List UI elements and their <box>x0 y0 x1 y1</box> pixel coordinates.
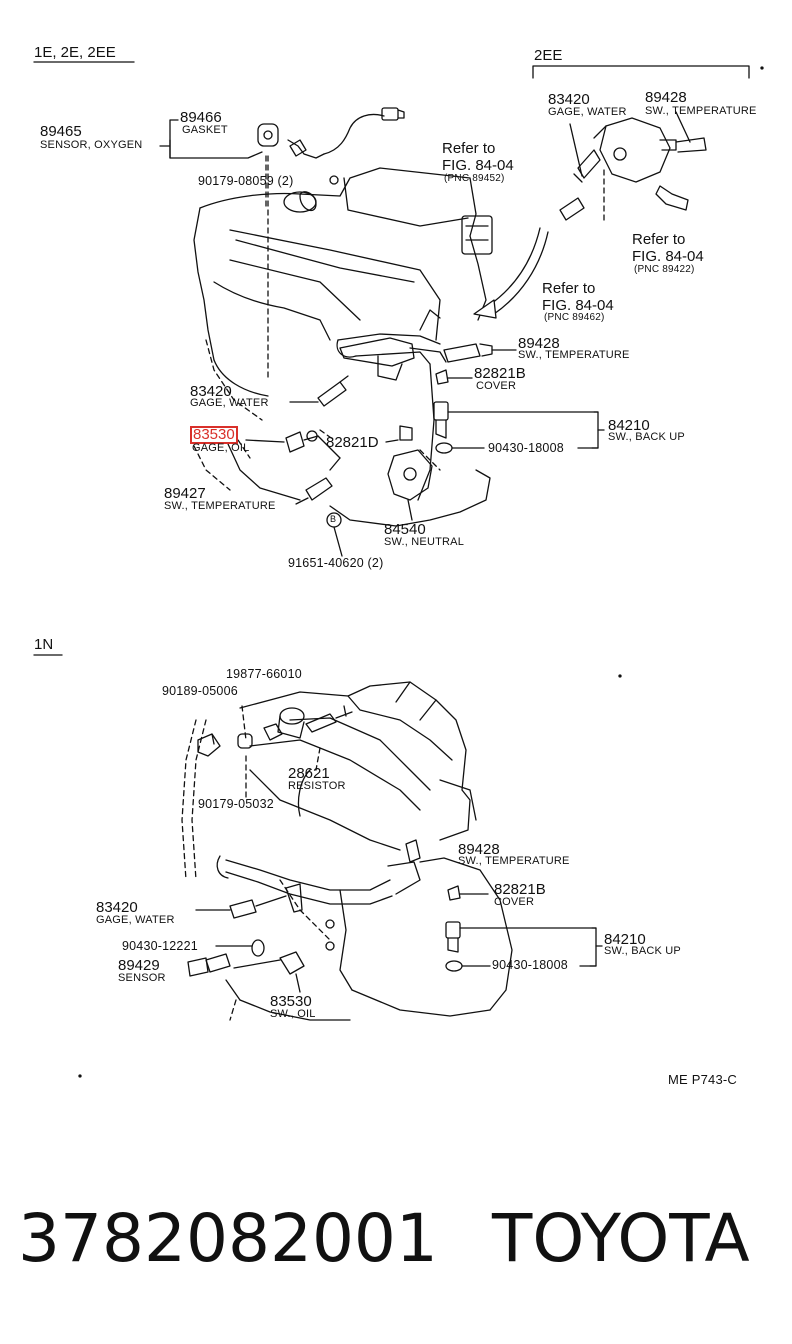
part-num-83530-bottom[interactable]: 83530 <box>270 993 312 1010</box>
section-heading-1n: 1N <box>34 636 54 653</box>
stray-dot-2 <box>79 1075 81 1077</box>
part-num-84210-bottom[interactable]: 84210 <box>604 931 646 948</box>
thermostat-housing-2ee <box>560 112 706 220</box>
part-num-89428-top[interactable]: 89428 <box>518 335 560 352</box>
part-name-83530-top: GAGE, OIL <box>192 442 250 454</box>
part-num-83420-bottom[interactable]: 83420 <box>96 899 138 916</box>
neutral-switch <box>386 426 432 520</box>
stray-dot-1 <box>619 675 621 677</box>
refer-fig-a-line2[interactable]: FIG. 84-04 <box>442 157 514 174</box>
part-num-90430-18008-bottom[interactable]: 90430-18008 <box>492 958 568 972</box>
part-num-89427[interactable]: 89427 <box>164 485 206 502</box>
part-num-90430-12221[interactable]: 90430-12221 <box>122 939 198 953</box>
part-name-82821b-top: COVER <box>476 380 517 392</box>
gages-top <box>246 376 348 556</box>
part-num-90179-08059[interactable]: 90179-08059 (2) <box>198 174 294 188</box>
part-name-84540: SW., NEUTRAL <box>384 536 465 548</box>
flow-arrow <box>474 228 548 318</box>
section-heading-1e-2e-2ee: 1E, 2E, 2EE <box>34 44 116 61</box>
part-num-83420-top[interactable]: 83420 <box>190 383 232 400</box>
part-num-19877-66010[interactable]: 19877-66010 <box>226 667 302 681</box>
part-num-90430-18008-top[interactable]: 90430-18008 <box>488 441 564 455</box>
part-name-83420-2ee: GAGE, WATER <box>548 106 627 118</box>
part-num-90179-05032[interactable]: 90179-05032 <box>198 797 274 811</box>
part-name-28621: RESISTOR <box>288 780 346 792</box>
refer-fig-b-line1: Refer to <box>632 231 686 248</box>
part-name-89428-2ee: SW., TEMPERATURE <box>645 105 757 117</box>
section-heading-2ee: 2EE <box>534 47 563 64</box>
part-num-89466[interactable]: 89466 <box>180 109 222 126</box>
refer-fig-c-line1: Refer to <box>542 280 596 297</box>
part-num-83420-2ee[interactable]: 83420 <box>548 91 590 108</box>
part-num-89429[interactable]: 89429 <box>118 957 160 974</box>
refer-fig-a-pnc: (PNC 89452) <box>444 173 505 184</box>
part-name-89427: SW., TEMPERATURE <box>164 500 276 512</box>
bottom-engine-block <box>217 682 512 1020</box>
part-name-89428-top: SW., TEMPERATURE <box>518 349 630 361</box>
part-name-83420-bottom: GAGE, WATER <box>96 914 175 926</box>
part-num-89465[interactable]: 89465 <box>40 123 82 140</box>
bottom-small-parts <box>188 706 602 992</box>
part-num-90189-05006[interactable]: 90189-05006 <box>162 684 238 698</box>
figure-code: ME P743-C <box>668 1072 737 1087</box>
part-num-82821d[interactable]: 82821D <box>326 434 379 451</box>
oxygen-sensor-assembly <box>258 108 404 184</box>
part-name-89428-bottom: SW., TEMPERATURE <box>458 855 570 867</box>
part-num-82821b-bottom[interactable]: 82821B <box>494 881 546 898</box>
part-name-83420-top: GAGE, WATER <box>190 397 269 409</box>
footer-brand: TOYOTA <box>492 1200 750 1277</box>
refer-fig-c-line2[interactable]: FIG. 84-04 <box>542 297 614 314</box>
part-num-28621[interactable]: 28621 <box>288 765 330 782</box>
part-name-82821b-bottom: COVER <box>494 896 535 908</box>
part-num-91651-40620[interactable]: 91651-40620 (2) <box>288 556 384 570</box>
bracket-2ee <box>533 66 749 78</box>
part-name-83530-bottom: SW., OIL <box>270 1008 316 1020</box>
part-num-82821b-top[interactable]: 82821B <box>474 365 526 382</box>
marker-b: B <box>330 514 337 524</box>
part-num-84210-top[interactable]: 84210 <box>608 417 650 434</box>
part-name-89465: SENSOR, OXYGEN <box>40 139 143 151</box>
stray-dot-3 <box>761 67 763 69</box>
refer-fig-b-pnc: (PNC 89422) <box>634 264 695 275</box>
part-num-89428-2ee[interactable]: 89428 <box>645 89 687 106</box>
refer-fig-a-line1: Refer to <box>442 140 496 157</box>
top-engine-block <box>194 168 492 526</box>
backup-switch-top <box>434 370 604 453</box>
refer-fig-c-pnc: (PNC 89462) <box>544 312 605 323</box>
part-num-84540[interactable]: 84540 <box>384 521 426 538</box>
footer-part-number: 3782082001 <box>18 1200 438 1277</box>
part-name-84210-bottom: SW., BACK UP <box>604 945 681 957</box>
part-name-89429: SENSOR <box>118 972 166 984</box>
top-leader-dashes <box>194 156 604 490</box>
part-num-89428-bottom[interactable]: 89428 <box>458 841 500 858</box>
part-num-83530-highlighted[interactable]: 83530 <box>190 426 238 444</box>
refer-fig-b-line2[interactable]: FIG. 84-04 <box>632 248 704 265</box>
part-name-89466: GASKET <box>182 124 228 136</box>
leader-89465 <box>160 120 262 158</box>
water-outlet-top <box>340 338 516 380</box>
part-name-84210-top: SW., BACK UP <box>608 431 685 443</box>
